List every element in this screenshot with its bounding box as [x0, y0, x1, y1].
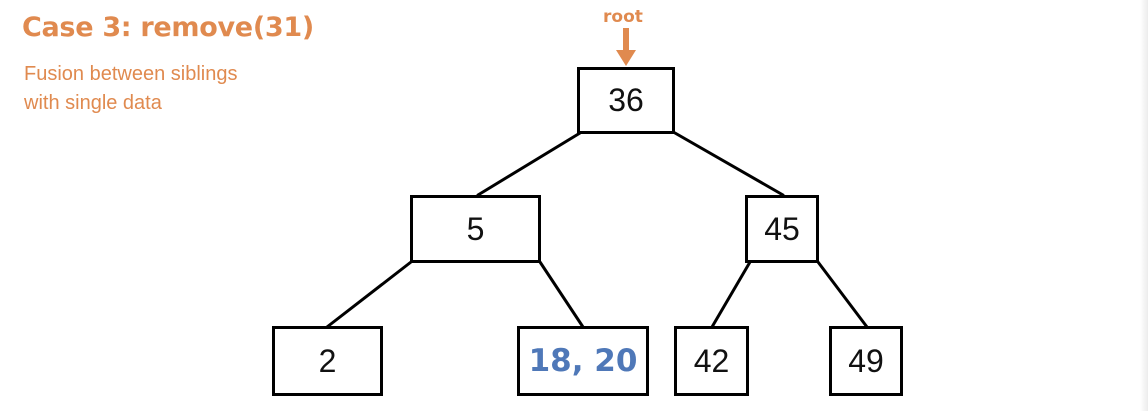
tree-node-root: 36	[577, 67, 675, 134]
tree-node-5: 5	[410, 195, 541, 263]
tree-node-42: 42	[674, 326, 749, 396]
edge-36-5	[476, 131, 582, 197]
edge-45-49	[816, 260, 869, 329]
edge-5-2	[325, 260, 413, 329]
edge-45-42	[710, 260, 752, 329]
node-value: 36	[608, 82, 644, 118]
root-pointer-arrow-icon	[616, 28, 636, 66]
edge-36-45	[673, 131, 785, 197]
tree-node-2: 2	[272, 326, 383, 396]
slide-edge-shadow	[1140, 0, 1148, 411]
root-label: root	[603, 7, 643, 27]
slide-title: Case 3: remove(31)	[22, 12, 314, 43]
node-value: 2	[318, 342, 337, 379]
subtitle-line-1: Fusion between siblings	[24, 63, 238, 85]
tree-node-18-20: 18, 20	[517, 326, 649, 396]
node-value: 45	[764, 210, 800, 247]
node-value: 5	[466, 210, 485, 247]
tree-node-45: 45	[745, 195, 819, 263]
edge-5-18-20	[538, 260, 585, 329]
node-value-highlighted: 18, 20	[528, 343, 638, 379]
node-value: 42	[693, 342, 730, 379]
slide-subtitle: Fusion between siblings with single data	[24, 60, 237, 118]
tree-node-49: 49	[829, 326, 903, 396]
subtitle-line-2: with single data	[24, 92, 162, 114]
node-value: 49	[848, 342, 884, 379]
